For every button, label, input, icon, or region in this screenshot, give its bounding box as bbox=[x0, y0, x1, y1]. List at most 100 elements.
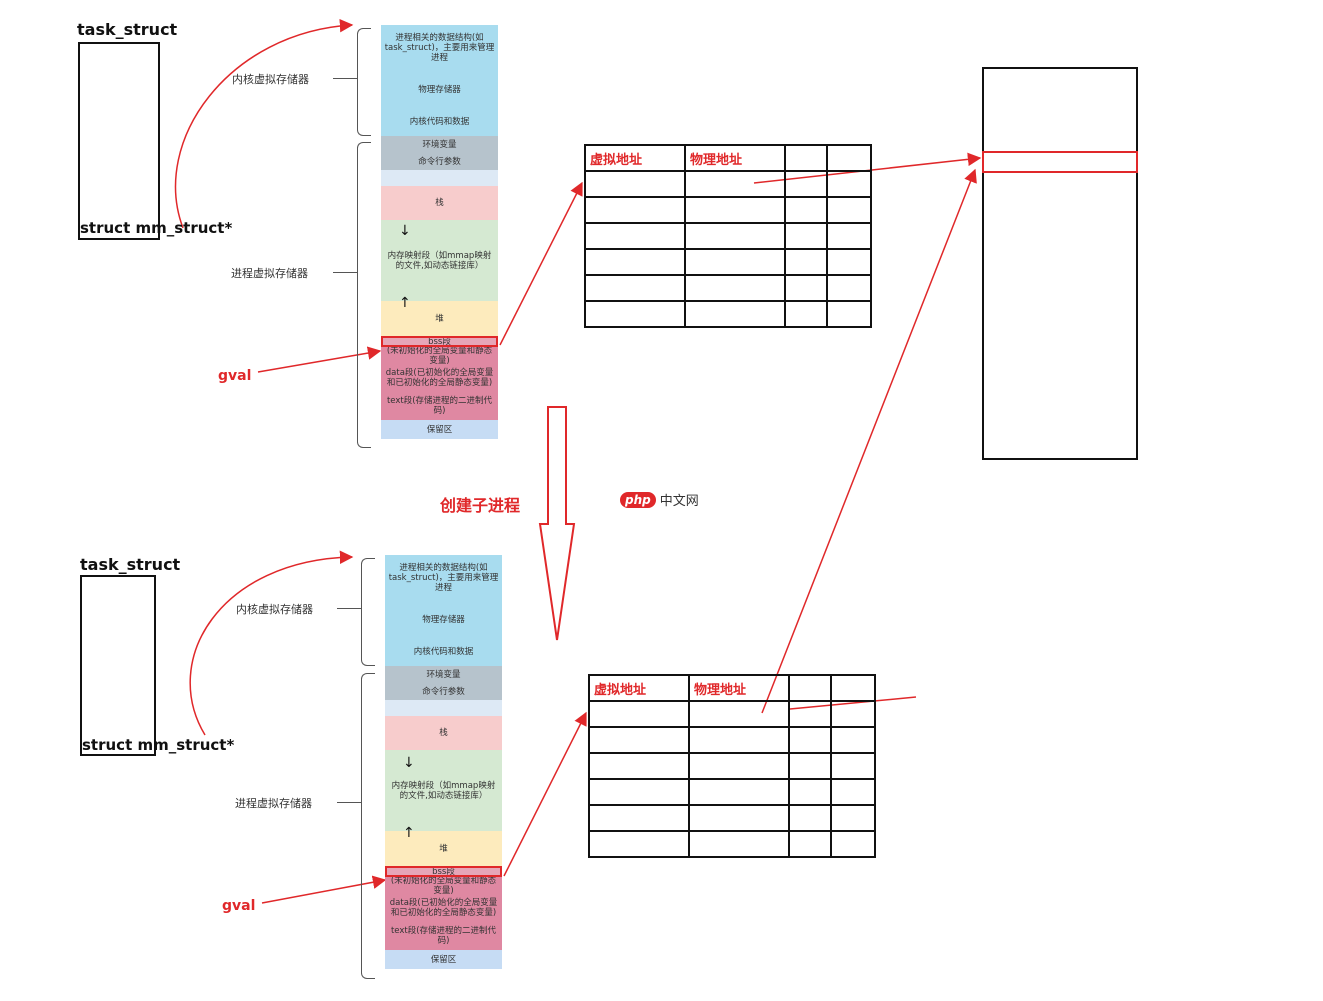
table-to-physical-arrow-bottom bbox=[761, 168, 977, 714]
kernel-memory-label-bottom: 内核虚拟存储器 bbox=[236, 603, 313, 616]
task-struct-box-bottom bbox=[80, 575, 156, 756]
process-bracket-bottom bbox=[361, 673, 375, 979]
gval-arrow-top bbox=[257, 346, 382, 373]
page-table-cell-top bbox=[784, 222, 828, 250]
region-bss-top: bss段 bbox=[381, 336, 498, 347]
region-physical-memory-bottom: 物理存储器 bbox=[385, 601, 502, 638]
page-table-cell-bottom bbox=[788, 752, 832, 780]
page-table-cell-top bbox=[826, 170, 872, 198]
page-table-top: 虚拟地址物理地址 bbox=[584, 144, 872, 328]
page-table-cell-top bbox=[584, 196, 686, 224]
page-table-header-top: 虚拟地址物理地址 bbox=[584, 144, 872, 172]
page-table-cell-top bbox=[784, 170, 828, 198]
kernel-bracket-tick-bottom bbox=[337, 608, 361, 609]
kernel-bracket-top bbox=[357, 28, 371, 136]
physical-memory-box bbox=[982, 67, 1138, 460]
page-table-cell-bottom bbox=[788, 804, 832, 832]
region-kernel-code-top: 内核代码和数据 bbox=[381, 108, 498, 136]
region-stack-top: 栈 bbox=[381, 186, 498, 220]
page-table-cell-top bbox=[784, 248, 828, 276]
heap-up-arrow-top: ↑ bbox=[399, 295, 411, 311]
region-text-segment-top: text段(存储进程的二进制代码) bbox=[381, 392, 498, 420]
site-logo: php 中文网 bbox=[620, 490, 699, 509]
process-bracket-tick-bottom bbox=[337, 802, 361, 803]
page-table-cell-bottom bbox=[588, 830, 690, 858]
region-bss-note-bottom: (未初始化的全局变量和静态变量) bbox=[385, 877, 502, 894]
page-table-cell-top bbox=[784, 196, 828, 224]
mm-struct-label-top: struct mm_struct* bbox=[80, 219, 233, 237]
logo-php-badge: php bbox=[620, 491, 656, 508]
page-table-cell-top bbox=[826, 274, 872, 302]
logo-text: 中文网 bbox=[659, 494, 699, 509]
page-table-header-cell-bottom: 虚拟地址 bbox=[588, 674, 690, 702]
heap-up-arrow-bottom: ↑ bbox=[403, 825, 415, 841]
page-table-row-top bbox=[584, 300, 872, 328]
page-table-cell-bottom bbox=[688, 830, 790, 858]
region-env-vars-bottom: 环境变量 bbox=[385, 666, 502, 683]
region-heap-top: 堆 bbox=[381, 301, 498, 336]
page-table-cell-bottom bbox=[830, 726, 876, 754]
page-table-row-top bbox=[584, 248, 872, 276]
page-table-cell-top bbox=[826, 300, 872, 328]
page-table-cell-top bbox=[784, 274, 828, 302]
kernel-memory-label-top: 内核虚拟存储器 bbox=[232, 73, 309, 86]
region-env-vars-top: 环境变量 bbox=[381, 136, 498, 153]
page-table-header-cell-top: 物理地址 bbox=[684, 144, 786, 172]
bss-to-table-arrow-bottom bbox=[503, 711, 587, 877]
gval-label-bottom: gval bbox=[222, 898, 256, 914]
page-table-cell-bottom bbox=[830, 830, 876, 858]
page-table-cell-bottom bbox=[688, 752, 790, 780]
region-text-segment-bottom: text段(存储进程的二进制代码) bbox=[385, 922, 502, 950]
region-bss-bottom: bss段 bbox=[385, 866, 502, 877]
page-table-cell-top bbox=[584, 222, 686, 250]
region-bss-note-top: (未初始化的全局变量和静态变量) bbox=[381, 347, 498, 364]
region-cmd-args-top: 命令行参数 bbox=[381, 153, 498, 170]
create-child-arrow bbox=[538, 406, 576, 641]
page-table-header-bottom: 虚拟地址物理地址 bbox=[588, 674, 876, 702]
page-table-cell-bottom bbox=[688, 778, 790, 806]
page-table-row-top bbox=[584, 196, 872, 224]
page-table-cell-top bbox=[584, 300, 686, 328]
page-table-cell-bottom bbox=[788, 700, 832, 728]
mm-pointer-arrow-top bbox=[174, 18, 354, 229]
region-stack-bottom: 栈 bbox=[385, 716, 502, 750]
mm-struct-label-bottom: struct mm_struct* bbox=[82, 736, 235, 754]
page-table-header-cell-top bbox=[826, 144, 872, 172]
page-table-row-top bbox=[584, 274, 872, 302]
region-kernel-code-bottom: 内核代码和数据 bbox=[385, 638, 502, 666]
region-gap-bottom bbox=[385, 700, 502, 716]
task-struct-box-top bbox=[78, 42, 160, 240]
page-table-cell-bottom bbox=[788, 778, 832, 806]
page-table-cell-bottom bbox=[588, 752, 690, 780]
region-reserved-top: 保留区 bbox=[381, 420, 498, 439]
page-table-cell-bottom bbox=[830, 804, 876, 832]
page-table-cell-bottom bbox=[688, 804, 790, 832]
page-table-cell-top bbox=[684, 248, 786, 276]
page-table-cell-bottom bbox=[830, 752, 876, 780]
page-table-header-cell-top bbox=[784, 144, 828, 172]
page-table-cell-top bbox=[826, 196, 872, 224]
page-table-header-cell-bottom bbox=[830, 674, 876, 702]
page-table-cell-top bbox=[584, 248, 686, 276]
page-table-cell-top bbox=[684, 196, 786, 224]
stack-down-arrow-bottom: ↓ bbox=[403, 755, 415, 771]
page-table-cell-bottom bbox=[588, 726, 690, 754]
region-kernel-data-bottom: 进程相关的数据结构(如task_struct)，主要用来管理进程 bbox=[385, 555, 502, 601]
page-table-cell-bottom bbox=[588, 700, 690, 728]
region-mmap-bottom: 内存映射段（如mmap映射的文件,如动态链接库） bbox=[385, 750, 502, 831]
process-memory-label-top: 进程虚拟存储器 bbox=[231, 267, 308, 280]
region-mmap-top: 内存映射段（如mmap映射的文件,如动态链接库） bbox=[381, 220, 498, 301]
page-table-cell-top bbox=[826, 248, 872, 276]
page-table-row-top bbox=[584, 222, 872, 250]
page-table-cell-bottom bbox=[830, 700, 876, 728]
region-heap-bottom: 堆 bbox=[385, 831, 502, 866]
bss-to-table-arrow-top bbox=[499, 181, 583, 346]
page-table-row-bottom bbox=[588, 804, 876, 832]
page-table-cell-bottom bbox=[688, 700, 790, 728]
page-table-row-bottom bbox=[588, 726, 876, 754]
gval-label-top: gval bbox=[218, 368, 252, 384]
create-child-label: 创建子进程 bbox=[440, 496, 521, 515]
page-table-cell-top bbox=[584, 170, 686, 198]
page-table-cell-bottom bbox=[588, 804, 690, 832]
page-table-row-bottom bbox=[588, 830, 876, 858]
